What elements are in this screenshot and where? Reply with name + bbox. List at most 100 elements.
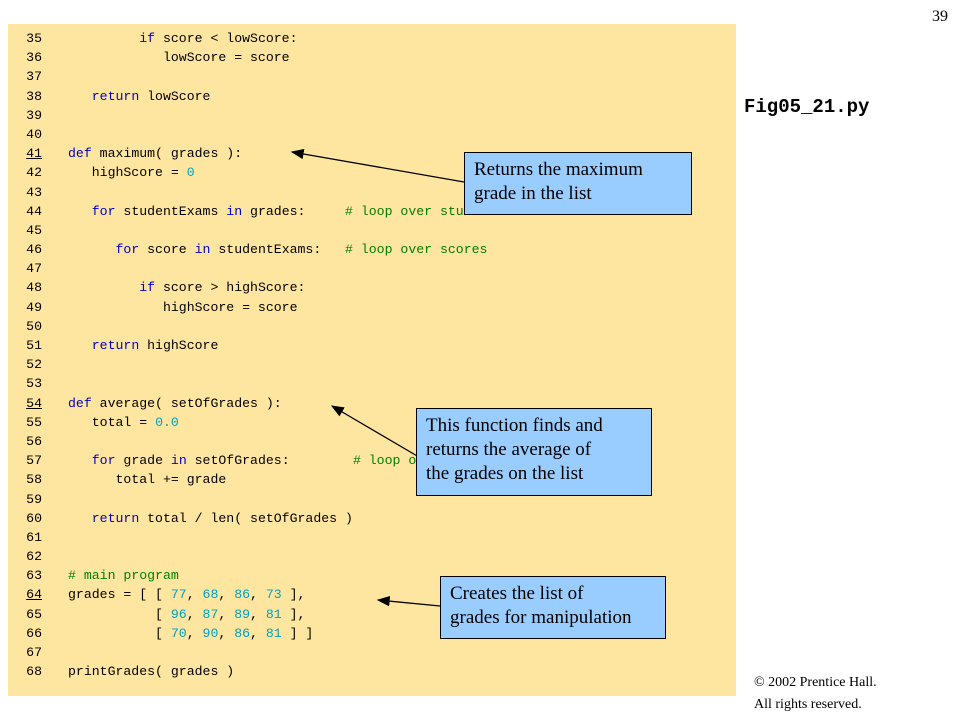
line-number: 52 xyxy=(26,357,42,373)
code-text: [ xyxy=(68,606,171,622)
code-keyword: in xyxy=(170,453,187,469)
line-number: 43 xyxy=(26,184,42,200)
code-line: 42 highScore = 0 xyxy=(8,163,736,182)
code-line: 48 if score > highScore: xyxy=(8,278,736,297)
code-line: 53 xyxy=(8,374,736,393)
code-text xyxy=(68,242,115,257)
code-line: 38 return lowScore xyxy=(8,87,736,106)
code-number: 81 xyxy=(265,625,282,641)
code-text: , xyxy=(186,606,203,622)
code-text: average( setOfGrades ): xyxy=(91,395,282,411)
line-number: 42 xyxy=(26,165,42,181)
line-number: 56 xyxy=(26,433,42,449)
code-comment: # main program xyxy=(68,568,179,584)
line-number: 48 xyxy=(26,280,42,296)
line-number: 50 xyxy=(26,318,42,334)
code-number: 77 xyxy=(170,587,187,603)
line-number: 58 xyxy=(26,472,42,488)
code-text: ] ] xyxy=(281,625,314,641)
line-number: 49 xyxy=(26,299,42,315)
callout-line: returns the average of xyxy=(426,439,592,460)
code-text: printGrades( grades ) xyxy=(68,664,235,680)
code-text: highScore = xyxy=(68,165,187,181)
code-text: , xyxy=(250,625,266,641)
code-text xyxy=(68,453,92,468)
line-number: 46 xyxy=(26,242,42,258)
code-text: highScore xyxy=(139,338,219,353)
code-line: 35 if score < lowScore: xyxy=(8,29,736,48)
code-text: , xyxy=(186,625,203,641)
code-text xyxy=(68,31,139,46)
code-line: 67 xyxy=(8,643,736,662)
code-text: , xyxy=(250,606,266,622)
callout-line: This function finds and xyxy=(426,415,603,436)
line-number: 39 xyxy=(26,107,42,123)
code-line: 50 xyxy=(8,317,736,336)
code-number: 86 xyxy=(234,625,251,641)
code-text xyxy=(68,338,92,353)
code-line: 59 xyxy=(8,490,736,509)
callout-maximum: Returns the maximum grade in the list xyxy=(464,152,692,215)
code-keyword: return xyxy=(91,88,140,104)
copyright-line: All rights reserved. xyxy=(754,697,862,712)
code-text: grade xyxy=(115,453,171,469)
code-line: 63# main program xyxy=(8,566,736,585)
code-line: 43 xyxy=(8,183,736,202)
code-text: lowScore = score xyxy=(68,50,290,66)
code-number: 90 xyxy=(202,625,219,641)
code-listing: 35 if score < lowScore:36 lowScore = sco… xyxy=(8,24,736,696)
code-keyword: def xyxy=(68,146,92,162)
code-keyword: return xyxy=(91,510,140,526)
line-number: 59 xyxy=(26,491,42,507)
line-number: 67 xyxy=(26,645,42,660)
line-number: 40 xyxy=(26,126,42,142)
code-keyword: for xyxy=(91,203,116,219)
line-number: 51 xyxy=(26,338,42,353)
code-text: ], xyxy=(281,606,306,622)
code-line: 47 xyxy=(8,259,736,278)
code-text xyxy=(68,204,92,219)
code-text: , xyxy=(218,587,235,603)
line-number: 61 xyxy=(26,529,42,545)
code-keyword: for xyxy=(91,453,116,469)
callout-line: Creates the list of xyxy=(450,583,584,604)
copyright-notice: © 2002 Prentice Hall. All rights reserve… xyxy=(754,672,877,716)
line-number: 55 xyxy=(26,414,42,430)
callout-line: the grades on the list xyxy=(426,463,584,484)
code-text: grades = [ [ xyxy=(68,587,171,603)
code-number: 0 xyxy=(186,165,195,181)
line-number: 41 xyxy=(26,146,42,162)
line-number: 65 xyxy=(26,606,42,622)
code-text: , xyxy=(250,587,266,603)
callout-grades-list: Creates the list of grades for manipulat… xyxy=(440,576,666,639)
callout-average: This function finds and returns the aver… xyxy=(416,408,652,496)
code-keyword: return xyxy=(91,338,140,353)
code-line: 36 lowScore = score xyxy=(8,48,736,67)
line-number: 44 xyxy=(26,203,42,219)
code-number: 89 xyxy=(234,606,251,622)
code-keyword: def xyxy=(68,395,92,411)
copyright-line: © 2002 Prentice Hall. xyxy=(754,675,877,690)
line-number: 68 xyxy=(26,664,42,680)
code-keyword: in xyxy=(194,242,211,258)
line-number: 54 xyxy=(26,395,42,411)
code-line: 60 return total / len( setOfGrades ) xyxy=(8,509,736,528)
code-text: studentExams xyxy=(115,203,227,219)
code-text: ], xyxy=(281,587,306,603)
line-number: 62 xyxy=(26,549,42,565)
code-text: total = xyxy=(68,414,156,430)
callout-line: grade in the list xyxy=(474,183,592,204)
code-text: , xyxy=(186,587,203,603)
code-line: 46 for score in studentExams: # loop ove… xyxy=(8,240,736,259)
code-line: 52 xyxy=(8,355,736,374)
code-text xyxy=(68,511,92,526)
code-line: 37 xyxy=(8,67,736,86)
code-number: 70 xyxy=(170,625,187,641)
code-line: 51 return highScore xyxy=(8,336,736,355)
code-keyword: in xyxy=(226,203,243,219)
code-text: lowScore xyxy=(139,88,211,104)
code-number: 96 xyxy=(170,606,187,622)
code-line: 58 total += grade xyxy=(8,470,736,489)
callout-line: grades for manipulation xyxy=(450,607,632,628)
